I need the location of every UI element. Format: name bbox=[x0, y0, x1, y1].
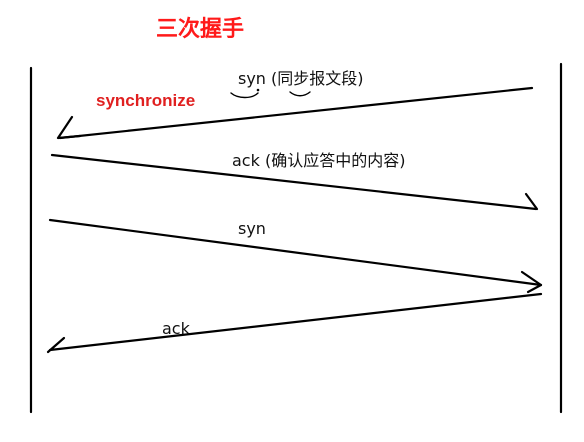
message-label-3: syn bbox=[238, 219, 266, 238]
label-underline-squiggle bbox=[230, 92, 259, 99]
arrowhead-4 bbox=[46, 336, 66, 354]
message-label-1: syn (同步报文段) bbox=[238, 69, 364, 88]
diagram-title: 三次握手 bbox=[156, 16, 244, 42]
message-arrow-1 bbox=[58, 86, 534, 140]
synchronize-note: synchronize bbox=[96, 91, 195, 110]
arrowhead-2 bbox=[524, 192, 539, 211]
message-label-2: ack (确认应答中的内容) bbox=[232, 151, 405, 170]
label-dot bbox=[256, 88, 260, 92]
label-underline-stroke bbox=[289, 91, 311, 97]
message-arrow-4 bbox=[48, 292, 543, 352]
arrowhead-3 bbox=[520, 270, 543, 294]
arrowhead-1 bbox=[56, 115, 82, 140]
message-arrow-2 bbox=[50, 153, 538, 211]
message-label-4: ack bbox=[162, 319, 191, 338]
message-arrow-3 bbox=[48, 218, 543, 287]
